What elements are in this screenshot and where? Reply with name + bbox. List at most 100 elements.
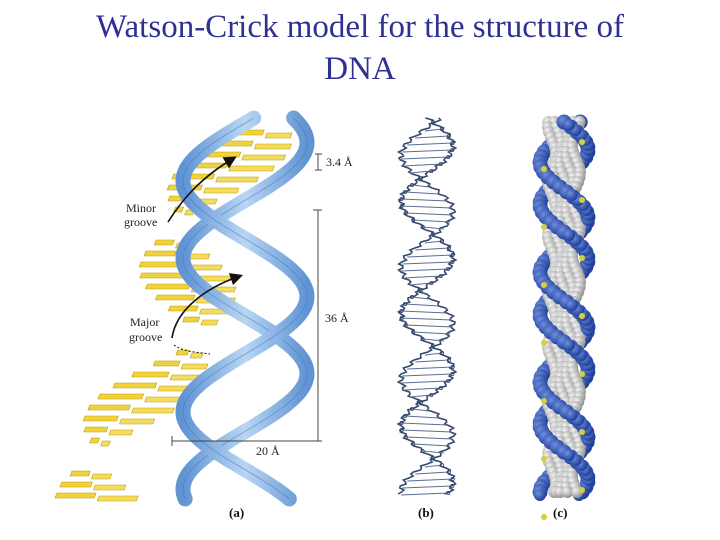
stick-base-pair <box>424 128 443 132</box>
pitch-marker <box>313 209 322 442</box>
stick-base-pair <box>424 240 443 244</box>
width-label: 20 Å <box>256 444 280 458</box>
stick-base-pair <box>402 485 453 489</box>
base-bar <box>69 470 91 477</box>
atom-accent <box>579 487 585 493</box>
stick-atom <box>450 364 455 369</box>
atom-sphere <box>533 489 546 501</box>
base-bar <box>131 407 175 414</box>
base-bar <box>154 294 196 301</box>
base-bar <box>228 165 275 172</box>
stick-base-pair <box>405 324 453 328</box>
stick-base-pair <box>424 464 443 468</box>
stick-base-pair <box>422 450 444 454</box>
base-bar <box>152 360 181 367</box>
minor-groove-label-1: Minor <box>126 201 156 215</box>
stick-atom <box>419 399 424 404</box>
stick-atom <box>438 385 443 390</box>
stick-base-pair <box>405 436 453 440</box>
base-bar <box>200 319 219 326</box>
stick-atom <box>399 427 404 432</box>
base-bar <box>93 484 127 491</box>
stick-base-pair <box>403 387 441 391</box>
stick-atom <box>439 350 444 355</box>
atom-accent <box>541 340 547 346</box>
atom-accent <box>579 313 585 319</box>
stick-base-pair <box>411 408 430 412</box>
stick-base-pair <box>401 310 447 314</box>
stick-atom <box>439 462 444 467</box>
stick-base-pair <box>401 492 449 496</box>
stick-base-pair <box>415 247 450 251</box>
stick-base-pair <box>401 380 449 384</box>
base-bar <box>143 250 177 257</box>
stick-atom <box>438 273 443 278</box>
stick-atom <box>450 483 455 488</box>
base-bar <box>119 418 156 425</box>
stick-base-pair <box>410 394 432 398</box>
stick-base-pair <box>410 282 432 286</box>
stick-atom <box>411 217 416 222</box>
stick-base-pair <box>402 373 453 377</box>
major-groove-pointer <box>173 344 211 355</box>
base-bar <box>241 154 286 161</box>
panel-label-a: (a) <box>229 505 244 520</box>
stick-base-pair <box>424 352 443 356</box>
atom-accent <box>541 224 547 230</box>
stick-base-pair <box>413 443 451 447</box>
stick-base-pair <box>402 261 453 265</box>
stick-atom <box>399 196 404 201</box>
stick-atom <box>450 140 455 145</box>
stick-atom <box>420 224 425 229</box>
base-bar <box>167 305 199 312</box>
base-bar <box>91 473 113 480</box>
stick-atom <box>450 476 455 481</box>
major-groove-label-1: Major <box>130 315 159 329</box>
base-bar <box>96 495 139 502</box>
stick-base-pair <box>401 205 452 209</box>
stick-atom <box>446 469 451 474</box>
stick-atom <box>446 133 451 138</box>
stick-base-pair <box>407 254 453 258</box>
base-bar <box>112 382 158 389</box>
slide-title: Watson-Crick model for the structure of … <box>0 6 720 90</box>
atom-accent <box>579 255 585 261</box>
stick-atom <box>403 322 408 327</box>
stick-base-pair <box>401 429 452 433</box>
stick-atom <box>438 161 443 166</box>
atom-sphere <box>563 229 575 241</box>
base-bar <box>82 415 119 422</box>
stick-base-pair <box>410 170 432 174</box>
stick-base-pair <box>413 219 451 223</box>
stick-base-pair <box>401 422 447 426</box>
stick-base-pair <box>411 296 430 300</box>
pitch-label: 36 Å <box>325 311 349 325</box>
atom-accent <box>541 456 547 462</box>
stick-base-pair <box>403 163 441 167</box>
stick-atom <box>402 413 407 418</box>
base-bar <box>175 349 190 356</box>
stick-base-pair <box>413 331 451 335</box>
stick-atom <box>402 301 407 306</box>
stick-base-pair <box>407 142 453 146</box>
stick-atom <box>403 210 408 215</box>
stick-atom <box>420 448 425 453</box>
atom-accent <box>541 166 547 172</box>
stick-atom <box>430 231 435 236</box>
stick-atom <box>429 392 434 397</box>
stick-atom <box>450 371 455 376</box>
base-bar <box>145 283 191 290</box>
stick-atom <box>399 308 404 313</box>
panel-label-b: (b) <box>418 505 434 520</box>
base-bar <box>139 272 186 279</box>
stick-base-pair <box>401 268 449 272</box>
base-bar <box>54 492 97 499</box>
stick-atom <box>439 238 444 243</box>
base-bar <box>153 239 175 246</box>
rise-label: 3.4 Å <box>326 155 353 169</box>
stick-base-pair <box>415 135 450 139</box>
stick-atom <box>446 245 451 250</box>
atom-sphere <box>563 449 575 461</box>
base-bar <box>203 187 240 194</box>
